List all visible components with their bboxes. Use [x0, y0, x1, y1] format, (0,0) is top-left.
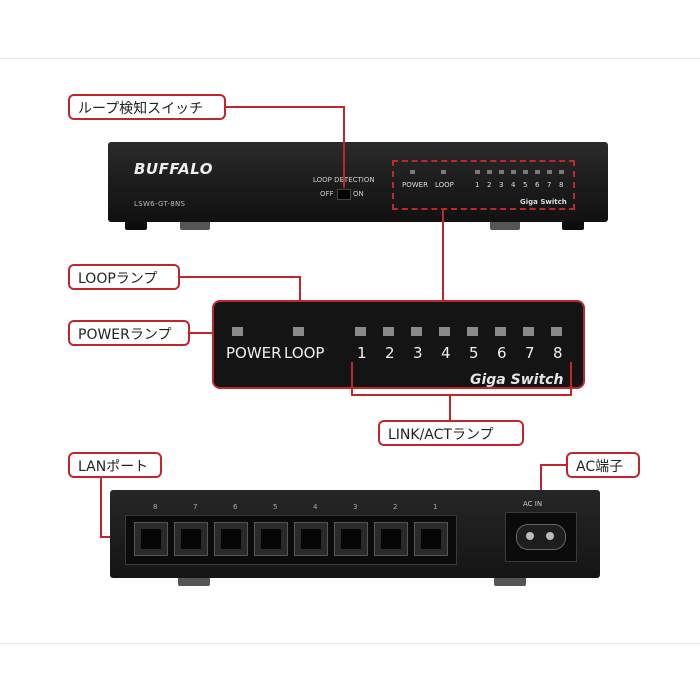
- port-number-small: 2: [487, 181, 492, 189]
- port-number-small: 4: [511, 181, 516, 189]
- port-label: 7: [193, 503, 198, 511]
- port-number: 2: [385, 344, 395, 362]
- port-number: 3: [413, 344, 423, 362]
- link-led-small: [499, 170, 504, 174]
- link-led-small: [523, 170, 528, 174]
- link-led-small: [511, 170, 516, 174]
- loop-label: LOOP: [284, 344, 325, 362]
- link-led-small: [475, 170, 480, 174]
- link-act-led-8: [551, 327, 562, 336]
- port-label: 8: [153, 503, 158, 511]
- lan-port-6[interactable]: [214, 522, 248, 556]
- ac-in-label: AC IN: [523, 500, 543, 508]
- led-panel-zoom: POWER LOOP 1 2 3 4 5 6 7 8 Giga Switch: [212, 300, 585, 389]
- leader-line: [449, 394, 451, 420]
- lan-port-5[interactable]: [254, 522, 288, 556]
- port-label: 6: [233, 503, 238, 511]
- device-foot: [180, 222, 210, 230]
- port-number: 1: [357, 344, 367, 362]
- leader-line: [570, 362, 572, 396]
- lan-port-4[interactable]: [294, 522, 328, 556]
- power-label-small: POWER: [402, 181, 428, 189]
- ac-inlet[interactable]: [516, 524, 566, 550]
- switch-rear-view: 8 7 6 5 4 3 2 1 AC IN: [110, 490, 600, 578]
- loop-detection-switch[interactable]: [337, 189, 351, 200]
- port-number: 4: [441, 344, 451, 362]
- link-act-led-7: [523, 327, 534, 336]
- lan-port-3[interactable]: [334, 522, 368, 556]
- leader-line: [540, 464, 566, 466]
- port-number-small: 1: [475, 181, 480, 189]
- link-led-small: [535, 170, 540, 174]
- power-label: POWER: [226, 344, 282, 362]
- giga-switch-label: Giga Switch: [470, 372, 564, 388]
- leader-line: [442, 210, 444, 300]
- power-led-small: [410, 170, 415, 174]
- port-number: 7: [525, 344, 535, 362]
- link-act-led-1: [355, 327, 366, 336]
- leader-line: [299, 276, 301, 316]
- ac-inlet-panel: [505, 512, 577, 562]
- port-label: 3: [353, 503, 358, 511]
- lan-port-2[interactable]: [374, 522, 408, 556]
- callout-power-lamp: POWERランプ: [68, 320, 190, 346]
- leader-line: [351, 362, 353, 396]
- giga-switch-label-small: Giga Switch: [520, 198, 567, 206]
- leader-line: [180, 276, 301, 278]
- device-foot: [494, 578, 526, 586]
- lan-port-panel: [125, 515, 457, 565]
- device-foot: [490, 222, 520, 230]
- loop-label-small: LOOP: [435, 181, 454, 189]
- link-led-small: [547, 170, 552, 174]
- link-act-led-4: [439, 327, 450, 336]
- device-foot: [562, 222, 584, 230]
- leader-line: [190, 332, 230, 334]
- device-foot: [178, 578, 210, 586]
- ac-pin: [546, 532, 554, 540]
- port-number-small: 7: [547, 181, 552, 189]
- callout-loop-switch: ループ検知スイッチ: [68, 94, 226, 120]
- port-number: 6: [497, 344, 507, 362]
- lan-port-8[interactable]: [134, 522, 168, 556]
- link-act-led-6: [495, 327, 506, 336]
- leader-line: [343, 106, 345, 188]
- link-act-led-2: [383, 327, 394, 336]
- leader-line: [100, 478, 102, 538]
- callout-link-act-lamp: LINK/ACTランプ: [378, 420, 524, 446]
- callout-loop-lamp: LOOPランプ: [68, 264, 180, 290]
- link-led-small: [559, 170, 564, 174]
- port-label: 4: [313, 503, 318, 511]
- device-foot: [125, 222, 147, 230]
- callout-ac-terminal: AC端子: [566, 452, 640, 478]
- off-label: OFF: [320, 190, 334, 198]
- leader-line: [226, 106, 345, 108]
- leader-line: [351, 394, 572, 396]
- led-area-highlight: [392, 160, 575, 210]
- power-led: [232, 327, 243, 336]
- link-act-led-5: [467, 327, 478, 336]
- lan-port-7[interactable]: [174, 522, 208, 556]
- link-act-led-3: [411, 327, 422, 336]
- port-number: 8: [553, 344, 563, 362]
- model-label: LSW6-GT-8NS: [134, 200, 186, 208]
- loop-led: [293, 327, 304, 336]
- port-label: 1: [433, 503, 438, 511]
- lan-port-1[interactable]: [414, 522, 448, 556]
- ac-pin: [526, 532, 534, 540]
- loop-led-small: [441, 170, 446, 174]
- callout-lan-port: LANポート: [68, 452, 162, 478]
- brand-logo: BUFFALO: [134, 160, 214, 178]
- port-number-small: 6: [535, 181, 540, 189]
- port-number: 5: [469, 344, 479, 362]
- link-led-small: [487, 170, 492, 174]
- port-label: 2: [393, 503, 398, 511]
- port-label: 5: [273, 503, 278, 511]
- port-number-small: 3: [499, 181, 504, 189]
- port-number-small: 8: [559, 181, 564, 189]
- on-label: ON: [353, 190, 364, 198]
- port-number-small: 5: [523, 181, 528, 189]
